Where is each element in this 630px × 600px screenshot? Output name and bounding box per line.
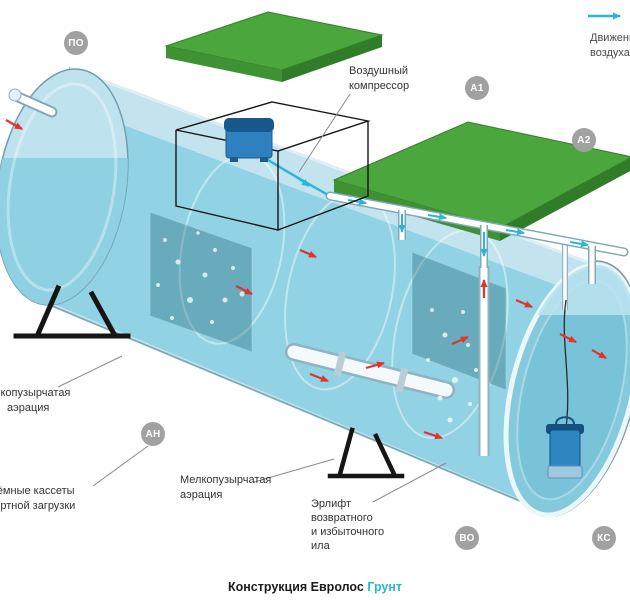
caption-text: Конструкция Евролос [227, 580, 364, 594]
tank-supports [13, 284, 405, 479]
label-removable-cassettes: Съёмные кассеты инертной загрузки [0, 485, 76, 512]
label-air-movement-legend: Движение воздуха [590, 32, 630, 59]
badge-an: АН [141, 422, 165, 446]
label-fine-bubble-aeration: Мелкопузырчатая аэрация [180, 474, 272, 501]
drain-pump [546, 241, 584, 479]
air-compressor-unit [224, 118, 274, 162]
badge-a2: А2 [572, 128, 596, 152]
diagram-caption: Конструкция Евролос Грунт [0, 580, 630, 594]
leader-lines [57, 93, 447, 503]
label-aeration-left: Мелкопузырчатая аэрация [0, 387, 71, 414]
air-flow-arrows [294, 175, 589, 257]
badge-vo: ВО [455, 526, 479, 550]
badge-po: ПО [64, 31, 88, 55]
badge-ks: КС [592, 526, 616, 550]
caption-brand: Грунт [367, 580, 403, 594]
label-sludge-airlift: Эрлифт возвратного и избыточного ила [311, 498, 385, 552]
water-flow-arrows [5, 119, 607, 440]
badge-a1: А1 [465, 76, 489, 100]
label-air-compressor: Воздушный компрессор [349, 65, 410, 92]
green-lid-small [164, 11, 384, 82]
